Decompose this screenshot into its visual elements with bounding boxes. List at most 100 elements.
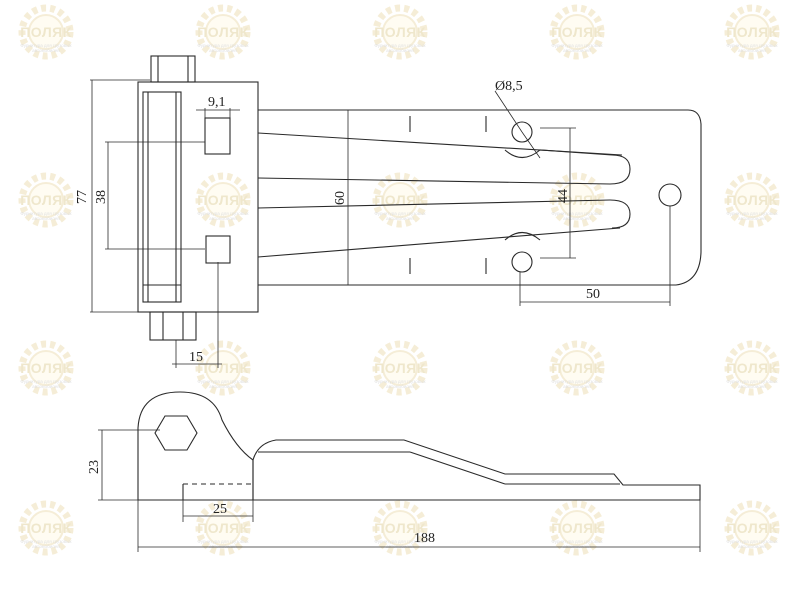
watermark-brand: ПОЛЯК	[551, 192, 603, 208]
watermark-tagline: Фурнитура для грузовых автомобилей	[20, 539, 72, 549]
watermark-logo: ПОЛЯК Фурнитура для грузовых автомобилей	[6, 498, 86, 562]
watermark-logo: ПОЛЯК Фурнитура для грузовых автомобилей	[712, 498, 792, 562]
dim-overall-height: 77	[75, 190, 90, 204]
gear-icon	[724, 500, 780, 556]
watermark-logo: ПОЛЯК Фурнитура для грузовых автомобилей	[183, 170, 263, 234]
watermark-logo: ПОЛЯК Фурнитура для грузовых автомобилей	[6, 338, 86, 402]
watermark-tagline: Фурнитура для грузовых автомобилей	[726, 211, 778, 221]
watermark-tagline: Фурнитура для грузовых автомобилей	[551, 379, 603, 389]
watermark-logo: ПОЛЯК Фурнитура для грузовых автомобилей	[183, 498, 263, 562]
watermark-logo: ПОЛЯК Фурнитура для грузовых автомобилей	[537, 338, 617, 402]
watermark-logo: ПОЛЯК Фурнитура для грузовых автомобилей	[712, 2, 792, 66]
dim-hole-spacing-horizontal: 50	[586, 287, 600, 302]
dim-hole-spacing-vertical: 44	[556, 189, 571, 203]
gear-icon	[372, 340, 428, 396]
top-view-dimensions	[90, 79, 671, 368]
watermark-brand: ПОЛЯК	[551, 24, 603, 40]
watermark-tagline: Фурнитура для грузовых автомобилей	[551, 539, 603, 549]
watermark-brand: ПОЛЯК	[374, 24, 426, 40]
watermark-tagline: Фурнитура для грузовых автомобилей	[197, 211, 249, 221]
side-view	[137, 391, 701, 501]
dim-overall-length: 188	[414, 531, 435, 546]
watermark-tagline: Фурнитура для грузовых автомобилей	[197, 43, 249, 53]
dim-side-length: 25	[213, 502, 227, 517]
gear-icon	[724, 340, 780, 396]
watermark-tagline: Фурнитура для грузовых автомобилей	[374, 379, 426, 389]
watermark-logo: ПОЛЯК Фурнитура для грузовых автомобилей	[183, 2, 263, 66]
end-hole	[658, 183, 682, 207]
gear-icon	[549, 4, 605, 60]
side-knuckle	[137, 391, 254, 501]
dim-pin-offset: 15	[189, 350, 203, 365]
watermark-brand: ПОЛЯК	[551, 360, 603, 376]
gear-icon	[18, 340, 74, 396]
watermark-tagline: Фурнитура для грузовых автомобилей	[551, 43, 603, 53]
gear-icon	[195, 340, 251, 396]
dim-side-height: 23	[87, 460, 102, 474]
leaf-outline	[258, 109, 702, 286]
gear-icon	[549, 500, 605, 556]
watermark-logo: ПОЛЯК Фурнитура для грузовых автомобилей	[537, 498, 617, 562]
watermark-brand: ПОЛЯК	[197, 520, 249, 536]
side-view-dimensions	[98, 429, 701, 552]
gear-icon	[195, 4, 251, 60]
watermark-logo: ПОЛЯК Фурнитура для грузовых автомобилей	[360, 338, 440, 402]
knuckle-body	[137, 81, 259, 313]
dim-leaf-height: 60	[333, 191, 348, 205]
watermark-tagline: Фурнитура для грузовых автомобилей	[551, 211, 603, 221]
watermark-brand: ПОЛЯК	[20, 192, 72, 208]
watermark-brand: ПОЛЯК	[726, 520, 778, 536]
watermark-tagline: Фурнитура для грузовых автомобилей	[197, 379, 249, 389]
lower-slot	[205, 235, 231, 264]
watermark-brand: ПОЛЯК	[374, 360, 426, 376]
gear-icon	[372, 172, 428, 228]
watermark-tagline: Фурнитура для грузовых автомобилей	[197, 539, 249, 549]
watermark-logo: ПОЛЯК Фурнитура для грузовых автомобилей	[712, 170, 792, 234]
top-view	[137, 55, 702, 341]
watermark-tagline: Фурнитура для грузовых автомобилей	[20, 211, 72, 221]
gear-icon	[724, 172, 780, 228]
gear-icon	[372, 4, 428, 60]
watermark-brand: ПОЛЯК	[726, 360, 778, 376]
gear-icon	[195, 500, 251, 556]
lower-hole	[511, 251, 533, 273]
upper-hole	[511, 121, 533, 143]
watermark-brand: ПОЛЯК	[20, 520, 72, 536]
dim-slot-spacing: 38	[94, 190, 109, 204]
hex-head	[154, 415, 198, 451]
bottom-nut	[149, 311, 197, 341]
watermark-tagline: Фурнитура для грузовых автомобилей	[726, 43, 778, 53]
dim-hole-diameter: Ø8,5	[495, 79, 523, 94]
side-leaf	[252, 439, 701, 501]
watermark-tagline: Фурнитура для грузовых автомобилей	[726, 379, 778, 389]
watermark-logo: ПОЛЯК Фурнитура для грузовых автомобилей	[360, 170, 440, 234]
gear-icon	[195, 172, 251, 228]
dim-slot-width: 9,1	[208, 95, 226, 110]
watermark-logo: ПОЛЯК Фурнитура для грузовых автомобилей	[712, 338, 792, 402]
watermark-brand: ПОЛЯК	[551, 520, 603, 536]
watermark-tagline: Фурнитура для грузовых автомобилей	[20, 43, 72, 53]
watermark-brand: ПОЛЯК	[20, 24, 72, 40]
watermark-logo: ПОЛЯК Фурнитура для грузовых автомобилей	[6, 170, 86, 234]
gear-icon	[18, 172, 74, 228]
gear-icon	[18, 4, 74, 60]
watermark-tagline: Фурнитура для грузовых автомобилей	[374, 211, 426, 221]
watermark-tagline: Фурнитура для грузовых автомобилей	[374, 539, 426, 549]
gear-icon	[18, 500, 74, 556]
watermark-tagline: Фурнитура для грузовых автомобилей	[726, 539, 778, 549]
watermark-tagline: Фурнитура для грузовых автомобилей	[20, 379, 72, 389]
watermark-brand: ПОЛЯК	[726, 24, 778, 40]
watermark-tagline: Фурнитура для грузовых автомобилей	[374, 43, 426, 53]
gear-icon	[549, 340, 605, 396]
watermark-logo: ПОЛЯК Фурнитура для грузовых автомобилей	[360, 2, 440, 66]
watermark-logo: ПОЛЯК Фурнитура для грузовых автомобилей	[6, 2, 86, 66]
pin-strip	[142, 91, 182, 303]
watermark-brand: ПОЛЯК	[197, 24, 249, 40]
watermark-brand: ПОЛЯК	[374, 520, 426, 536]
gear-icon	[724, 4, 780, 60]
watermark-logo: ПОЛЯК Фурнитура для грузовых автомобилей	[537, 2, 617, 66]
watermark-logo: ПОЛЯК Фурнитура для грузовых автомобилей	[360, 498, 440, 562]
watermark-brand: ПОЛЯК	[726, 192, 778, 208]
